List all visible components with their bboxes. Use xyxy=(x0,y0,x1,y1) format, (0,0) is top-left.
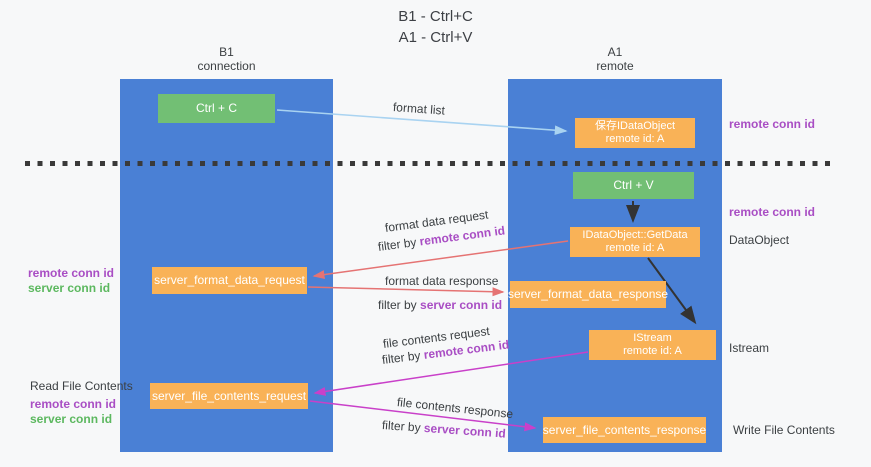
title-line-1: B1 - Ctrl+C xyxy=(398,8,473,25)
node-save-idataobject-line1: 保存IDataObject xyxy=(594,120,676,132)
node-save-idataobject-line2: remote id: A xyxy=(605,133,665,145)
server-conn-id-text: server conn id xyxy=(423,420,507,441)
annotation-dataobject: DataObject xyxy=(729,233,790,247)
node-server-file-contents-request-label: server_file_contents_request xyxy=(151,388,307,403)
node-getdata-line2: remote id: A xyxy=(605,242,665,254)
annotation-remote-conn-id-mid: remote conn id xyxy=(729,205,816,219)
lane-header-b1: B1 connection xyxy=(120,45,333,73)
annotation-server-conn-id-bottom-left: server conn id xyxy=(30,412,113,426)
label-format-list: format list xyxy=(392,100,446,118)
node-ctrl-v: Ctrl + V xyxy=(573,172,694,199)
diagram-title: B1 - Ctrl+C A1 - Ctrl+V xyxy=(0,6,871,48)
lane-a1-name: A1 xyxy=(607,45,623,59)
node-getdata-line1: IDataObject::GetData xyxy=(582,229,688,241)
annotation-read-file-contents: Read File Contents xyxy=(30,379,133,393)
node-server-format-data-response: server_format_data_response xyxy=(507,281,669,308)
lane-b1-subtitle: connection xyxy=(197,59,256,73)
lane-b1-name: B1 xyxy=(219,45,234,59)
annotation-istream: Istream xyxy=(729,341,770,355)
node-ctrl-c-label: Ctrl + C xyxy=(195,101,237,115)
node-server-file-contents-response: server_file_contents_response xyxy=(543,417,706,443)
node-istream-line2: remote id: A xyxy=(623,345,682,357)
annotation-read-file-contents-group: Read File Contents remote conn id server… xyxy=(30,379,133,427)
filter-by-text: filter by xyxy=(378,298,421,312)
node-server-file-contents-request: server_file_contents_request xyxy=(150,383,308,409)
lane-header-a1: A1 remote xyxy=(508,45,722,73)
filter-by-text: filter by xyxy=(381,347,425,367)
title-line-2: A1 - Ctrl+V xyxy=(398,29,473,46)
node-server-file-contents-response-label: server_file_contents_response xyxy=(542,422,707,437)
annotation-remote-conn-id-bottom-left: remote conn id xyxy=(30,397,117,411)
label-format-data-response: format data response xyxy=(385,274,499,288)
filter-by-text: filter by xyxy=(377,234,421,254)
lane-a1-subtitle: remote xyxy=(596,59,634,73)
node-istream: IStream remote id: A xyxy=(589,330,716,360)
node-server-format-data-request-label: server_format_data_request xyxy=(154,273,305,287)
filter-by-text: filter by xyxy=(381,418,425,435)
node-istream-line1: IStream xyxy=(633,332,672,344)
annotation-write-file-contents: Write File Contents xyxy=(733,423,835,437)
annotation-server-conn-id-left: server conn id xyxy=(28,281,111,295)
node-ctrl-c: Ctrl + C xyxy=(158,94,275,123)
label-filter-by-server-1: filter by server conn id xyxy=(378,298,502,312)
annotation-left-conn-ids: remote conn id server conn id xyxy=(28,266,114,296)
annotation-remote-conn-id-top: remote conn id xyxy=(729,117,816,131)
node-idataobject-getdata: IDataObject::GetData remote id: A xyxy=(570,227,700,257)
annotation-remote-conn-id-left: remote conn id xyxy=(28,266,115,280)
node-server-format-data-request: server_format_data_request xyxy=(152,267,307,294)
node-save-idataobject: 保存IDataObject remote id: A xyxy=(575,118,695,148)
node-server-format-data-response-label: server_format_data_response xyxy=(507,287,669,301)
label-filter-by-server-2: filter by server conn id xyxy=(382,418,507,441)
label-file-contents-response: file contents response xyxy=(396,395,514,422)
server-conn-id-text: server conn id xyxy=(420,298,503,312)
node-ctrl-v-label: Ctrl + V xyxy=(613,178,654,192)
